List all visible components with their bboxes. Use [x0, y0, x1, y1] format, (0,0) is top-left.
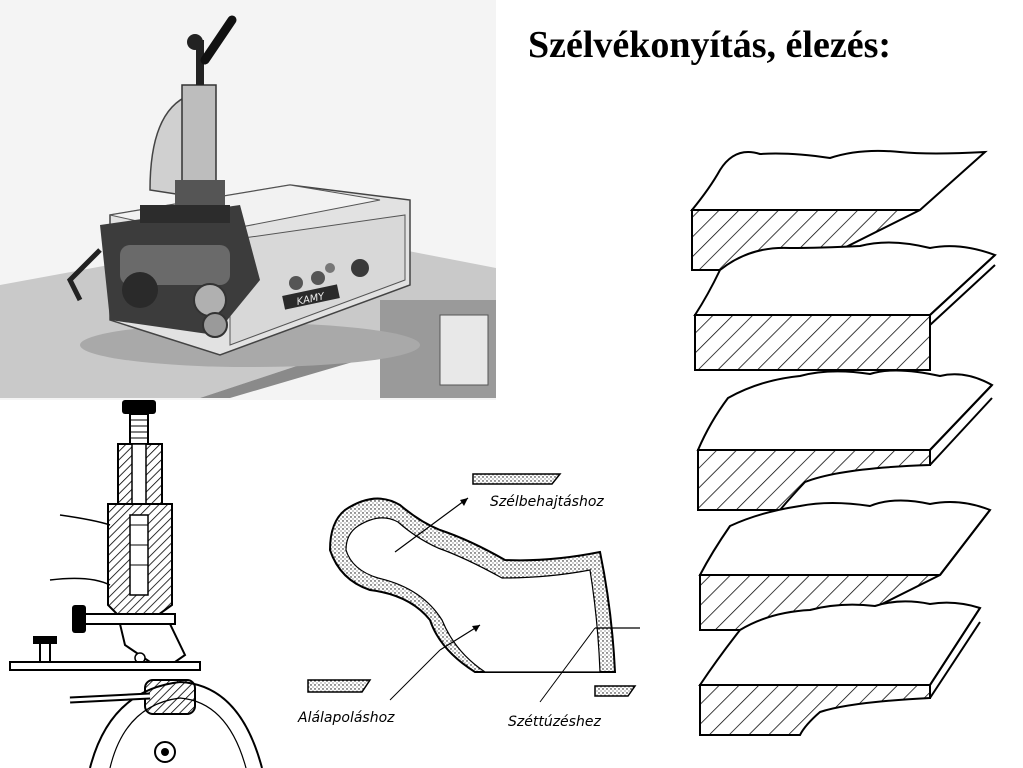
edge-skiving-profiles — [680, 130, 1010, 760]
skiving-machine-photo: KAMY — [0, 0, 496, 400]
skiving-head-section-drawing — [0, 400, 278, 768]
label-edge-folding: Szélbehajtáshoz — [490, 494, 604, 510]
page-title: Szélvékonyítás, élezés: — [528, 24, 892, 66]
shoe-upper-edge-diagram: Szélbehajtáshoz Alálapoláshoz Széttúzésh… — [290, 460, 650, 760]
edge-profile-3 — [696, 369, 994, 511]
edge-profile-2 — [693, 241, 997, 371]
edge-profile-5 — [698, 600, 982, 736]
label-stitching: Széttúzéshez — [508, 714, 601, 730]
label-lining: Alálapoláshoz — [297, 710, 395, 726]
